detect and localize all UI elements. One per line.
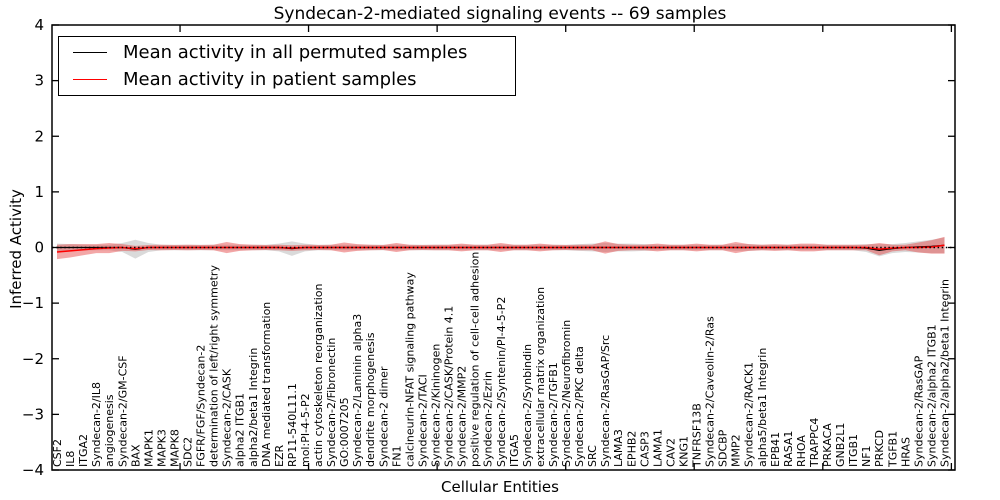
x-category-label: Syndecan-2/Laminin alpha3 xyxy=(351,314,364,467)
x-category-label: MAPK8 xyxy=(168,429,181,467)
x-category-label: alpha2/beta1 Integrin xyxy=(247,348,260,467)
y-tick-label: −4 xyxy=(22,461,44,479)
x-category-label: RHOA xyxy=(795,435,808,467)
x-category-label: IL8 xyxy=(64,451,77,467)
x-category-label: Syndecan-2/CASK/Protein 4.1 xyxy=(443,306,456,467)
x-category-label: Syndecan-2/PKC delta xyxy=(573,346,586,467)
x-category-label: Syndecan-2/TGFB1 xyxy=(547,362,560,467)
y-tick-label: −2 xyxy=(22,350,44,368)
x-category-label: TRAPPC4 xyxy=(808,418,821,468)
x-category-label: Syndecan-2/alpha2/beta1 Integrin xyxy=(939,279,952,467)
legend: Mean activity in all permuted samples Me… xyxy=(58,36,516,96)
x-category-label: RASA1 xyxy=(782,431,795,467)
x-category-label: TNFRSF13B xyxy=(691,403,704,468)
x-category-label: Syndecan-2/CASK xyxy=(221,368,234,467)
x-category-label: Syndecan-2/RasGAP xyxy=(912,355,925,467)
x-category-label: Syndecan-2/RACK1 xyxy=(743,362,756,467)
x-category-label: alpha2 ITGB1 xyxy=(234,393,247,467)
x-category-label: calcineurin-NFAT signaling pathway xyxy=(403,272,416,467)
legend-item-patient: Mean activity in patient samples xyxy=(59,69,515,90)
x-category-label: CAV2 xyxy=(664,438,677,467)
y-tick-label: −3 xyxy=(22,405,44,423)
x-category-label: determination of left/right symmetry xyxy=(208,265,221,467)
x-category-label: Syndecan-2/Synbindin xyxy=(521,344,534,467)
x-category-label: Syndecan-2/Syntenin/PI-4-5-P2 xyxy=(495,297,508,467)
y-tick-label: 0 xyxy=(34,239,44,257)
y-tick-label: 1 xyxy=(34,183,44,201)
x-category-label: MMP2 xyxy=(730,434,743,467)
x-category-label: ITGB1 xyxy=(847,434,860,467)
y-tick-label: 4 xyxy=(34,16,44,34)
x-category-label: ITGA2 xyxy=(77,434,90,467)
x-category-label: SDC2 xyxy=(182,437,195,467)
x-category-label: PRKCD xyxy=(873,430,886,467)
x-category-label: alpha5/beta1 Integrin xyxy=(756,348,769,467)
chart-title: Syndecan-2-mediated signaling events -- … xyxy=(273,4,727,24)
x-category-label: LAMA1 xyxy=(651,429,664,467)
x-category-label: Syndecan-2/Neurofibromin xyxy=(560,320,573,467)
x-category-label: HRAS xyxy=(899,437,912,467)
x-category-label: MAPK1 xyxy=(142,429,155,467)
x-category-label: LAMA3 xyxy=(612,429,625,467)
x-category-label: SDCBP xyxy=(717,429,730,467)
x-category-label: GNB2L1 xyxy=(834,423,847,467)
x-category-label: GO:0007205 xyxy=(338,397,351,467)
x-category-label: FGFR/FGF/Syndecan-2 xyxy=(195,345,208,467)
legend-item-permuted: Mean activity in all permuted samples xyxy=(59,42,515,63)
x-category-label: mol:PI-4-5-P2 xyxy=(299,393,312,467)
permuted-line-swatch xyxy=(73,52,107,54)
x-category-label: Syndecan-2/RasGAP/Src xyxy=(599,335,612,467)
x-category-label: EPB41 xyxy=(769,432,782,467)
y-tick-label: −1 xyxy=(22,294,44,312)
x-category-label: Syndecan-2/alpha2 ITGB1 xyxy=(925,324,938,467)
x-category-label: RP11-540L11.1 xyxy=(286,383,299,467)
x-category-label: SRC xyxy=(586,445,599,467)
x-category-label: KNG1 xyxy=(677,436,690,467)
x-category-label: Syndecan-2/GM-CSF xyxy=(116,355,129,467)
x-category-label: DNA mediated transformation xyxy=(260,302,273,467)
x-category-label: Syndecan-2/Caveolin-2/Ras xyxy=(704,316,717,467)
x-category-label: extracellular matrix organization xyxy=(534,287,547,467)
x-category-label: TGFB1 xyxy=(886,431,899,468)
x-category-label: angiogenesis xyxy=(103,394,116,467)
x-axis-label: Cellular Entities xyxy=(441,478,559,496)
x-category-label: CSF2 xyxy=(51,439,64,467)
x-category-label: EZR xyxy=(273,445,286,467)
x-category-label: Syndecan-2/Ezrin xyxy=(482,371,495,467)
x-category-label: Syndecan-2/Kininogen xyxy=(429,344,442,467)
x-category-label: FN1 xyxy=(390,445,403,467)
x-category-label: actin cytoskeleton reorganization xyxy=(312,283,325,467)
x-category-label: NF1 xyxy=(860,445,873,467)
x-category-label: BAX xyxy=(129,444,142,467)
x-category-label: Syndecan-2/MMP2 xyxy=(456,366,469,467)
y-tick-label: 2 xyxy=(34,127,44,145)
x-category-label: positive regulation of cell-cell adhesio… xyxy=(469,252,482,467)
x-category-label: CASP3 xyxy=(638,431,651,467)
legend-label: Mean activity in all permuted samples xyxy=(123,42,468,64)
x-category-label: Syndecan-2/Fibronectin xyxy=(325,338,338,467)
x-category-label: Syndecan-2 dimer xyxy=(377,366,390,467)
x-category-label: ITGA5 xyxy=(508,434,521,467)
y-tick-label: 3 xyxy=(34,72,44,90)
x-category-label: EPHB2 xyxy=(625,431,638,467)
x-category-label: Syndecan-2/IL8 xyxy=(90,382,103,467)
x-category-label: MAPK3 xyxy=(155,429,168,467)
patient-line-swatch xyxy=(73,78,107,80)
x-category-label: PRKACA xyxy=(821,423,834,467)
legend-label: Mean activity in patient samples xyxy=(123,68,417,90)
x-category-label: dendrite morphogenesis xyxy=(364,332,377,467)
x-category-label: Syndecan-2/TACI xyxy=(416,374,429,467)
